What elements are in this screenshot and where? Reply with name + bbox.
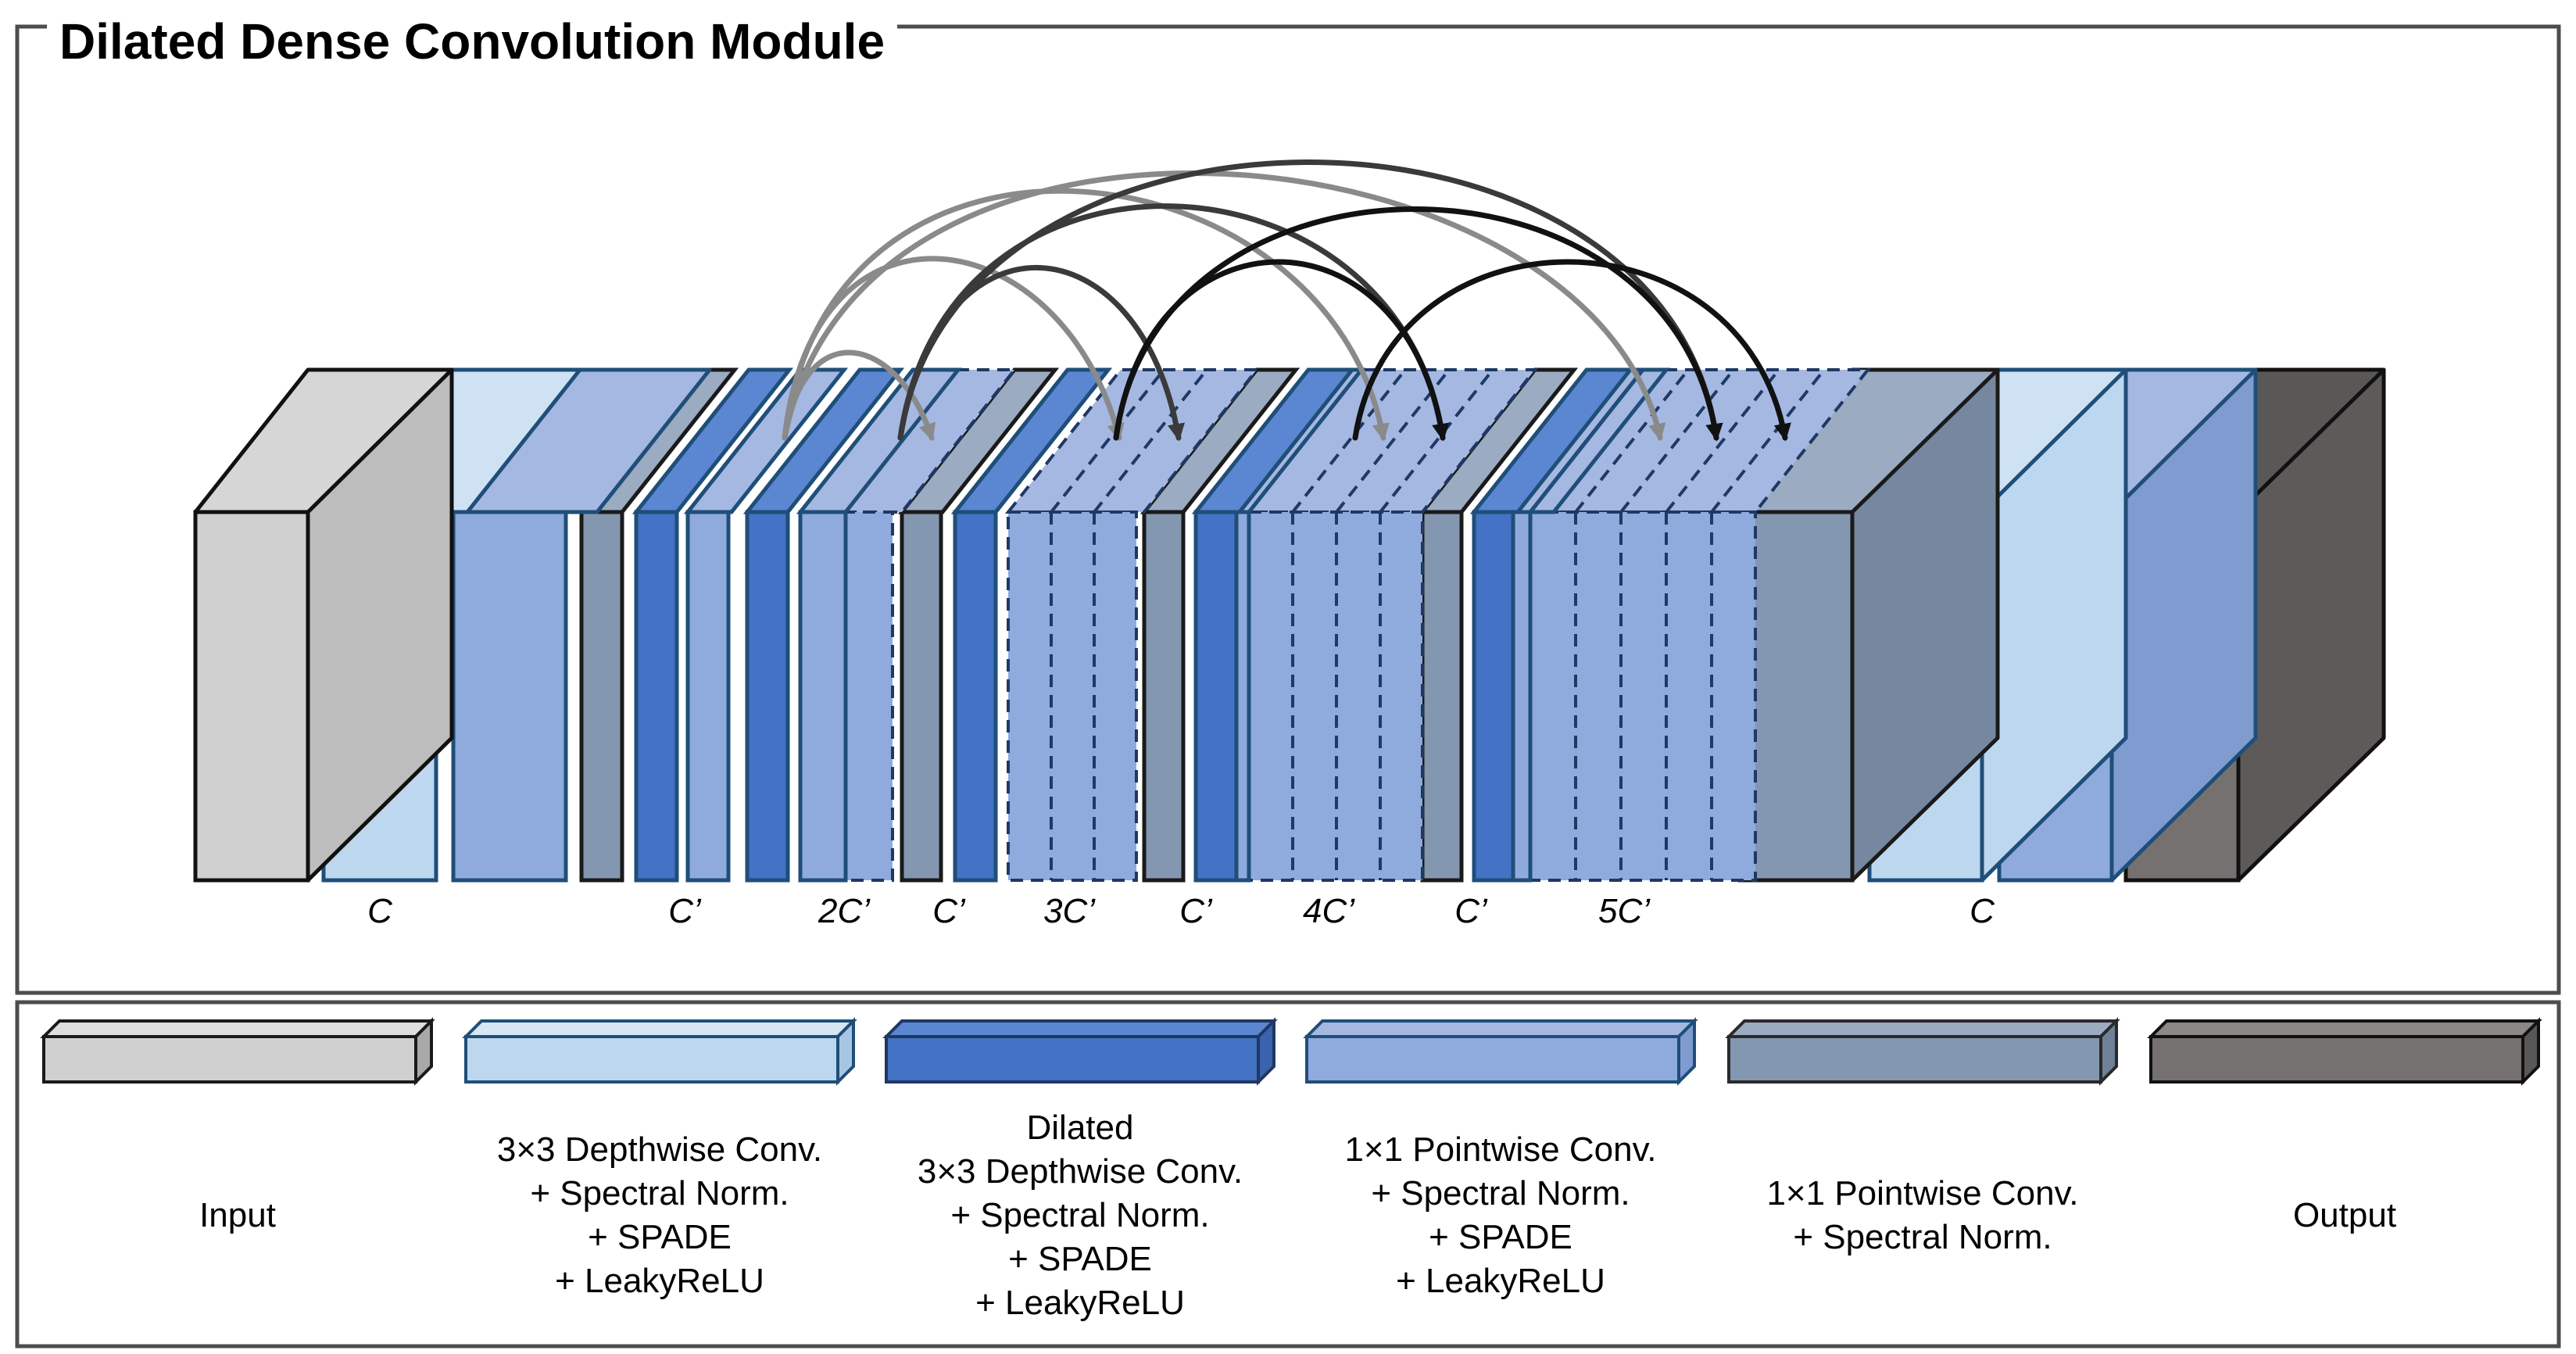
skip-arrow <box>1113 206 1723 442</box>
block-pointwise-3 <box>1140 367 1301 883</box>
legend-swatches <box>40 1017 2542 1086</box>
legend-label-pointwise-act: 1×1 Pointwise Conv. + Spectral Norm. + S… <box>1305 1087 1696 1345</box>
channel-label: 4C’ <box>1303 892 1355 930</box>
block-dilated-2 <box>950 367 1113 883</box>
legend-swatch-input <box>40 1017 435 1086</box>
legend-text: 1×1 Pointwise Conv. + Spectral Norm. <box>1766 1174 2079 1256</box>
channel-labels: C C’ 2C’ C’ 3C’ C’ 4C’ C’ 5C’ C <box>367 892 1995 930</box>
block-dilated-3 <box>1191 367 1357 883</box>
legend-text: 1×1 Pointwise Conv. + Spectral Norm. + S… <box>1344 1130 1657 1300</box>
legend-text: Input <box>199 1196 276 1234</box>
legend-label-input: Input <box>42 1087 433 1345</box>
legend-swatch-pointwise-act <box>1303 1017 1698 1086</box>
legend-swatch-pointwise <box>1725 1017 2120 1086</box>
block-dilated-1 <box>631 367 794 883</box>
channel-label: C <box>367 892 393 930</box>
skip-connections <box>782 159 1791 442</box>
block-pointwise-2 <box>897 367 1060 883</box>
module-frame <box>15 24 2561 995</box>
block-concat-3 <box>1004 368 1261 882</box>
legend-label-output: Output <box>2149 1087 2540 1345</box>
block-pointwise-4 <box>1418 367 1579 883</box>
skip-arrow <box>1352 259 1791 442</box>
channel-label: 2C’ <box>818 892 871 930</box>
block-pointwise-final <box>1737 367 2000 883</box>
legend-label-pointwise: 1×1 Pointwise Conv. + Spectral Norm. <box>1727 1087 2118 1345</box>
module-title: Dilated Dense Convolution Module <box>47 6 898 77</box>
legend-label-depthwise: 3×3 Depthwise Conv. + Spectral Norm. + S… <box>464 1087 855 1345</box>
legend-swatch-dilated <box>882 1017 1278 1086</box>
skip-arrow <box>782 170 1666 442</box>
block-dilated-1b <box>742 367 905 883</box>
channel-label: C’ <box>932 892 966 930</box>
legend-swatch-output <box>2147 1017 2542 1086</box>
channel-label: 3C’ <box>1043 892 1096 930</box>
legend-label-dilated: Dilated 3×3 Depthwise Conv. + Spectral N… <box>885 1087 1275 1345</box>
legend-text: Output <box>2292 1196 2397 1234</box>
channel-label: C <box>1970 892 1995 930</box>
channel-label: C’ <box>1454 892 1488 930</box>
channel-label: 5C’ <box>1598 892 1651 930</box>
legend-text: 3×3 Depthwise Conv. + Spectral Norm. + S… <box>496 1130 823 1300</box>
block-dilated-4 <box>1469 367 1635 883</box>
legend-text: Dilated 3×3 Depthwise Conv. + Spectral N… <box>917 1109 1243 1322</box>
channel-label: C’ <box>1179 892 1213 930</box>
block-pointwise-act-1 <box>683 367 849 883</box>
network-blocks <box>193 367 2386 883</box>
legend-frame <box>15 1000 2561 1349</box>
skip-arrow <box>897 159 1723 442</box>
block-input <box>193 367 454 883</box>
channel-label: C’ <box>668 892 702 930</box>
legend-swatch-depthwise <box>462 1017 857 1086</box>
skip-arrow <box>782 188 1390 442</box>
block-pointwise-act-0 <box>451 367 712 883</box>
